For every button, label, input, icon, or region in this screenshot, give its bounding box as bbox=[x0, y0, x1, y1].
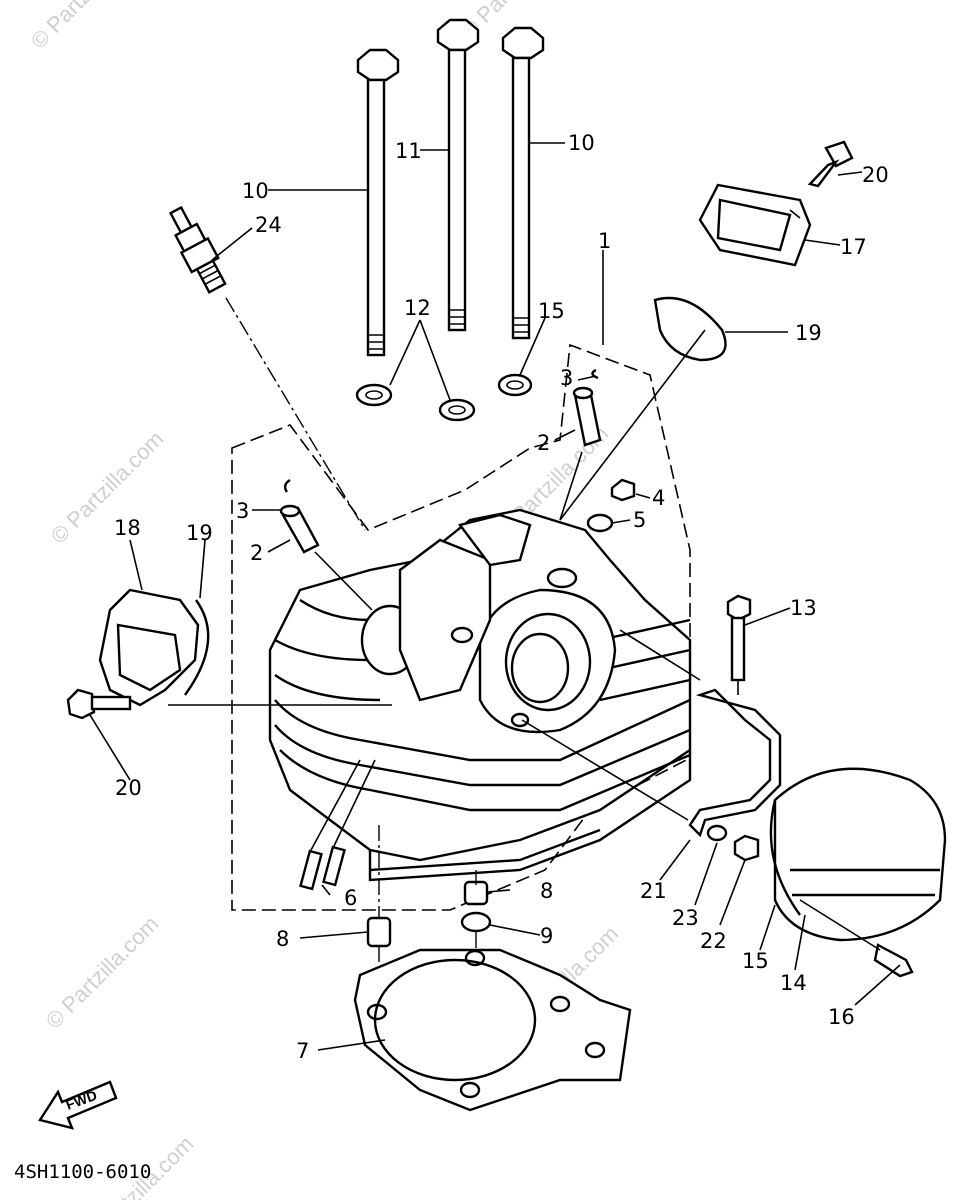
washers bbox=[355, 373, 533, 422]
callout-20: 20 bbox=[115, 776, 142, 800]
cover-left bbox=[66, 588, 392, 720]
callout-leaders bbox=[89, 142, 901, 1051]
callout-3: 3 bbox=[560, 366, 573, 390]
bolt-10-right bbox=[501, 26, 545, 340]
callout-16: 16 bbox=[828, 1005, 855, 1029]
callout-18: 18 bbox=[114, 516, 141, 540]
callout-10: 10 bbox=[568, 131, 595, 155]
watermark: © Partzilla.com bbox=[41, 911, 164, 1034]
cover-upper bbox=[698, 140, 854, 267]
callout-15: 15 bbox=[538, 299, 565, 323]
callout-22: 22 bbox=[700, 929, 727, 953]
callout-2: 2 bbox=[250, 541, 263, 565]
bolt-10-left bbox=[356, 48, 400, 357]
callout-6: 6 bbox=[344, 886, 357, 910]
callout-19: 19 bbox=[186, 521, 213, 545]
callout-7: 7 bbox=[296, 1039, 309, 1063]
callout-15: 15 bbox=[742, 949, 769, 973]
callout-23: 23 bbox=[672, 906, 699, 930]
fwd-arrow: FWD bbox=[38, 1080, 118, 1130]
head-bolts bbox=[356, 18, 545, 357]
callout-5: 5 bbox=[633, 508, 646, 532]
callout-2: 2 bbox=[537, 431, 550, 455]
watermark: © Partzilla.com bbox=[26, 0, 149, 54]
watermark: © Partzilla.com bbox=[46, 426, 169, 549]
drawing-code: 4SH1100-6010 bbox=[14, 1161, 151, 1183]
screw-and-washer bbox=[586, 478, 636, 533]
callout-labels: 1 2 2 3 3 4 5 6 7 8 8 9 10 10 11 12 13 1… bbox=[114, 131, 889, 1063]
callout-4: 4 bbox=[652, 486, 665, 510]
dowels-and-seal bbox=[366, 825, 492, 1010]
leader-plug bbox=[225, 297, 366, 531]
callout-19: 19 bbox=[795, 321, 822, 345]
cover-right bbox=[769, 767, 947, 978]
callout-8: 8 bbox=[276, 927, 289, 951]
callout-10: 10 bbox=[242, 179, 269, 203]
callout-13: 13 bbox=[790, 596, 817, 620]
callout-24: 24 bbox=[255, 213, 282, 237]
leader bbox=[559, 329, 706, 521]
bracket-group bbox=[521, 688, 782, 862]
callout-9: 9 bbox=[540, 924, 553, 948]
bolt-11 bbox=[436, 18, 480, 332]
callout-21: 21 bbox=[640, 879, 667, 903]
bolt-13 bbox=[619, 594, 752, 695]
callout-12: 12 bbox=[404, 296, 431, 320]
callout-20: 20 bbox=[862, 163, 889, 187]
valve-guides bbox=[279, 368, 602, 611]
spark-plug bbox=[168, 205, 227, 294]
callout-3: 3 bbox=[236, 499, 249, 523]
callout-8: 8 bbox=[540, 879, 553, 903]
callout-17: 17 bbox=[840, 235, 867, 259]
cylinder-head bbox=[268, 508, 692, 882]
o-ring-upper bbox=[653, 296, 727, 362]
head-gasket bbox=[353, 948, 632, 1112]
callout-11: 11 bbox=[395, 139, 422, 163]
callout-1: 1 bbox=[598, 229, 611, 253]
dowels bbox=[299, 759, 376, 891]
callout-14: 14 bbox=[780, 971, 807, 995]
